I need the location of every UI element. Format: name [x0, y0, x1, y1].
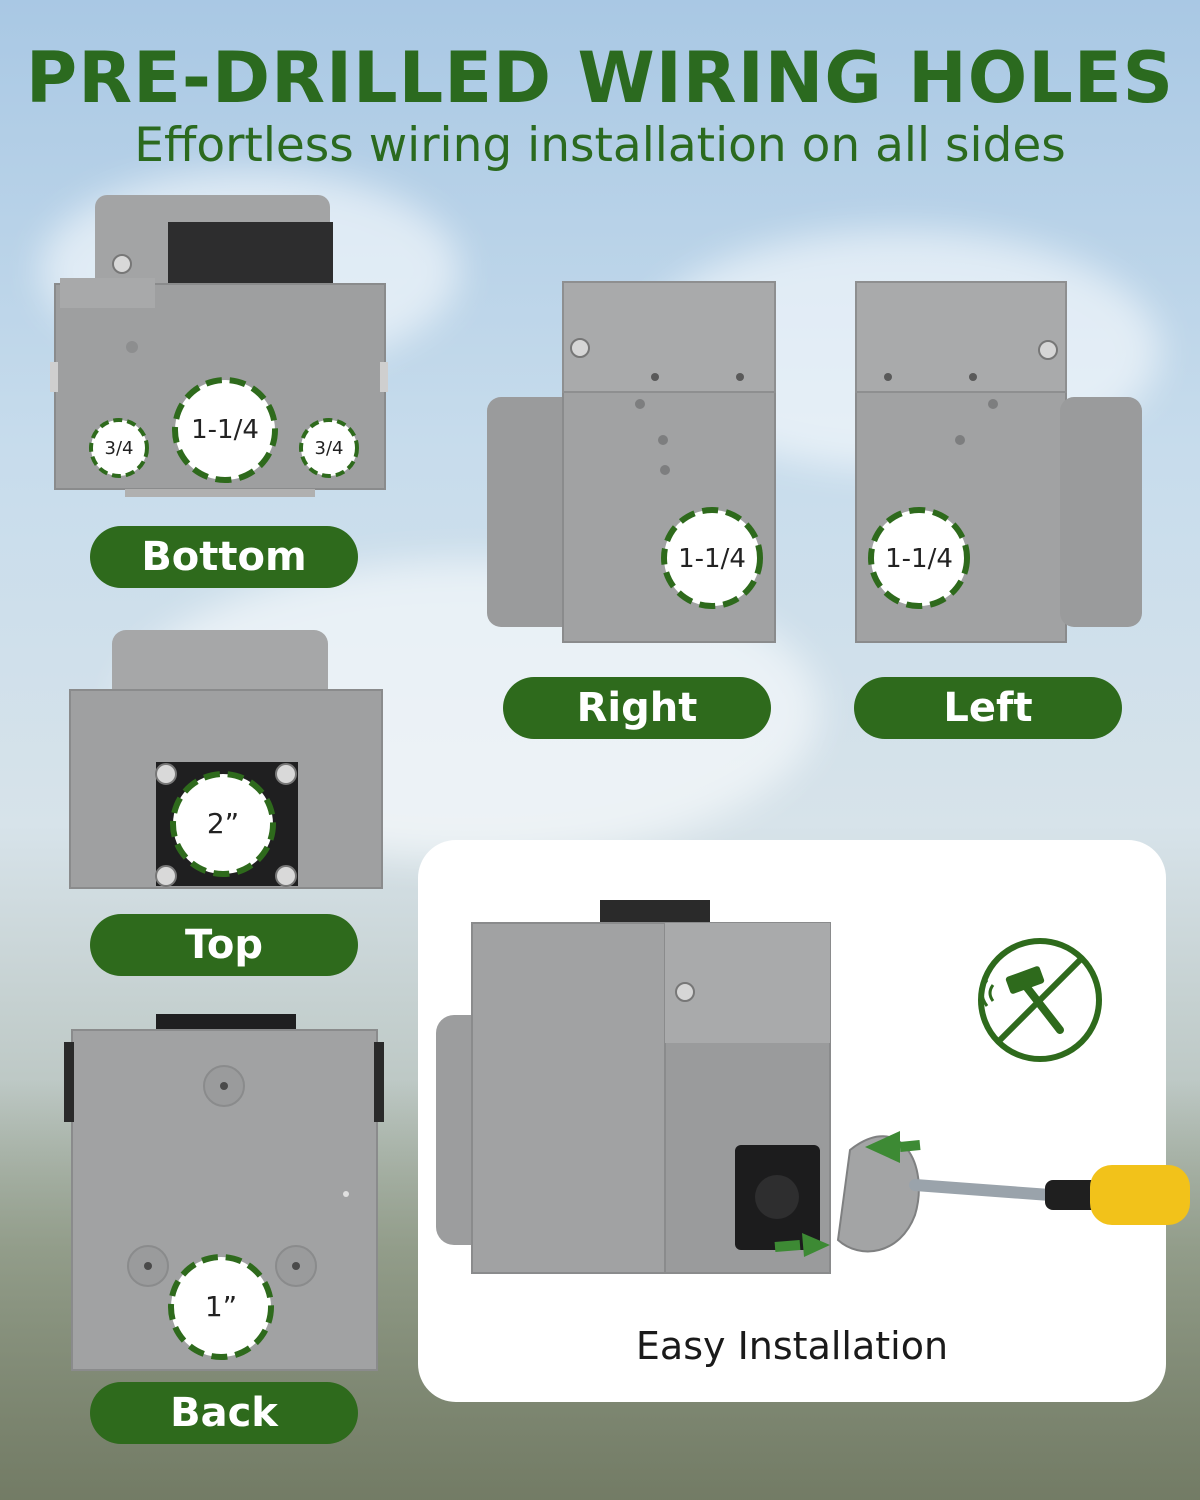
hole-label: 1” [205, 1290, 237, 1323]
hole-label: 2” [207, 807, 239, 840]
installation-caption: Easy Installation [635, 1324, 949, 1368]
hole-marker-1-back: 1” [168, 1254, 274, 1360]
hole-label: 3/4 [105, 438, 134, 459]
hole-label: 1-1/4 [191, 415, 259, 445]
hole-marker-1-1-4-bottom: 1-1/4 [172, 377, 278, 483]
hole-marker-3-4-left: 3/4 [89, 418, 149, 478]
page-title: PRE-DRILLED WIRING HOLES [25, 37, 1175, 119]
label-top: Top [90, 914, 358, 976]
hole-marker-2-top: 2” [170, 771, 276, 877]
label-back: Back [90, 1382, 358, 1444]
hole-marker-1-1-4-left: 1-1/4 [868, 507, 970, 609]
label-bottom: Bottom [90, 526, 358, 588]
page-subtitle: Effortless wiring installation on all si… [134, 118, 1066, 173]
label-left: Left [854, 677, 1122, 739]
hole-label: 1-1/4 [885, 544, 953, 574]
hole-label: 1-1/4 [678, 544, 746, 574]
label-right: Right [503, 677, 771, 739]
hole-label: 3/4 [315, 438, 344, 459]
hole-marker-1-1-4-right: 1-1/4 [661, 507, 763, 609]
installation-illustration [436, 900, 1190, 1274]
no-hammer-icon [978, 938, 1102, 1062]
hole-marker-3-4-right: 3/4 [299, 418, 359, 478]
